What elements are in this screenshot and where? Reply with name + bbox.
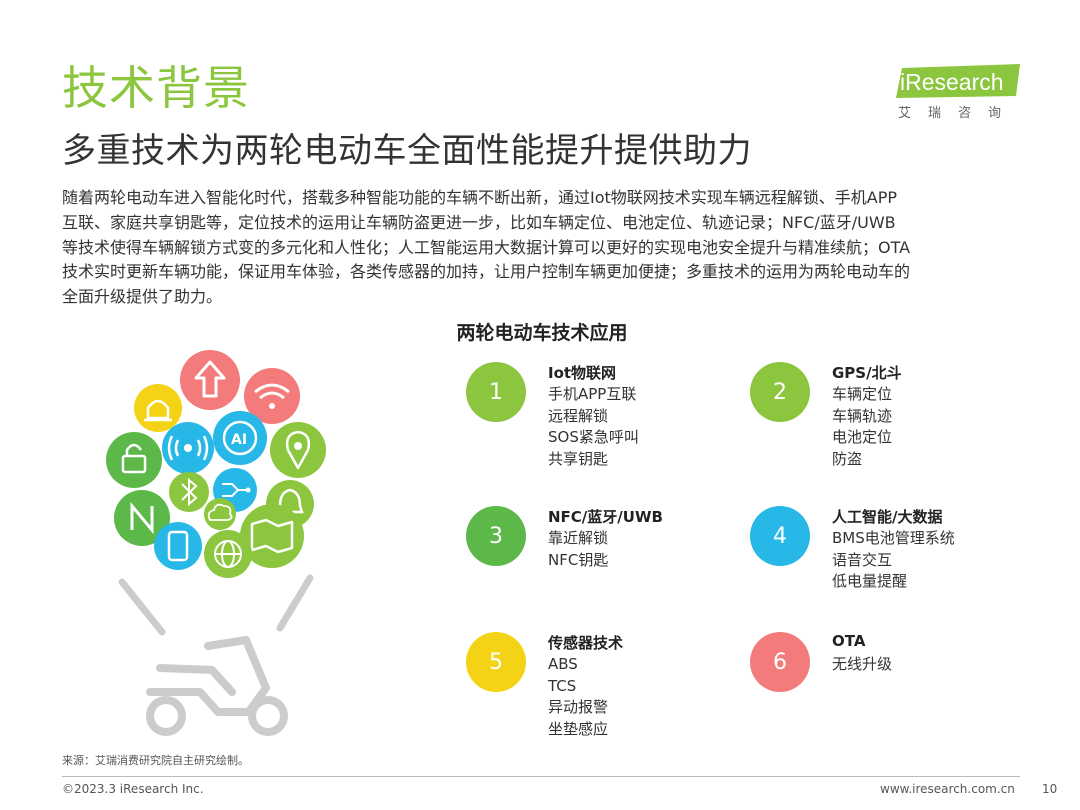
intro-line: 互联、家庭共享钥匙等，定位技术的运用让车辆防盗更进一步，比如车辆定位、电池定位、…	[62, 212, 896, 232]
signal-icon	[162, 422, 214, 474]
tech-feature: 手机APP互联	[548, 385, 637, 403]
bluetooth-icon	[169, 472, 209, 512]
intro-line: 等技术使得车辆解锁方式变的多元化和人性化；人工智能运用大数据计算可以更好的实现电…	[62, 237, 911, 257]
tech-feature: BMS电池管理系统	[832, 529, 955, 547]
website-link[interactable]: www.iresearch.com.cn	[880, 782, 1015, 796]
cloud-icon	[204, 498, 236, 530]
tech-feature: 无线升级	[832, 655, 893, 673]
logo-brand-text: iResearch	[900, 69, 1004, 95]
intro-line: 随着两轮电动车进入智能化时代，搭载多种智能功能的车辆不断出新，通过Iot物联网技…	[62, 188, 898, 207]
intro-line: 技术实时更新车辆功能，保证用车体验，各类传感器的加持，让用户控制车辆更加便捷；多…	[62, 262, 911, 282]
tech-feature: 异动报警	[548, 698, 609, 717]
tech-number-badge: 5	[466, 632, 526, 692]
tech-feature-list: BMS电池管理系统 语音交互 低电量提醒	[832, 528, 955, 593]
tech-number-badge: 1	[466, 362, 526, 422]
tech-feature: 远程解锁	[548, 406, 609, 425]
section-title: 两轮电动车技术应用	[456, 322, 628, 344]
iresearch-logo: iResearch 艾瑞咨询	[892, 60, 1027, 122]
page-title: 技术背景	[62, 61, 250, 115]
iresearch-logo-mark: iResearch	[896, 64, 1020, 98]
tech-feature-list: 靠近解锁 NFC钥匙	[548, 528, 608, 571]
tech-feature: 靠近解锁	[548, 529, 609, 547]
tech-feature: NFC钥匙	[548, 550, 609, 569]
tech-title: 传感器技术	[548, 634, 624, 652]
tech-feature-list: 车辆定位 车辆轨迹 电池定位 防盗	[832, 384, 892, 470]
scooter-icon	[146, 636, 288, 736]
tech-feature: SOS紧急呼叫	[548, 428, 639, 447]
nfc-icon	[114, 490, 170, 546]
tech-number-badge: 6	[750, 632, 810, 692]
tech-title: NFC/蓝牙/UWB	[548, 508, 663, 526]
tech-feature: ABS	[548, 655, 578, 673]
map-icon	[240, 504, 304, 568]
upload-arrow-icon	[180, 350, 240, 410]
tech-feature: 坐垫感应	[548, 719, 609, 738]
logo-chinese-text: 艾瑞咨询	[898, 106, 1019, 121]
tech-feature-list: ABS TCS 异动报警 坐垫感应	[548, 654, 608, 740]
tech-feature: TCS	[548, 676, 577, 695]
tech-feature: 电池定位	[832, 428, 893, 447]
beam-line-left	[118, 578, 166, 636]
ai-icon: AI	[213, 411, 267, 465]
lock-icon	[106, 432, 162, 488]
tech-title: OTA	[832, 632, 866, 650]
alarm-light-icon	[134, 384, 182, 432]
tech-title: GPS/北斗	[832, 364, 902, 382]
tech-title: 人工智能/大数据	[832, 508, 943, 526]
tech-feature-list: 无线升级	[832, 654, 892, 676]
tech-feature: 防盗	[832, 449, 863, 468]
wifi-icon	[244, 368, 300, 424]
phone-icon	[154, 522, 202, 570]
intro-line: 全面升级提供了助力。	[62, 287, 223, 307]
tech-icon-illustration: AI	[106, 350, 326, 736]
intro-paragraph: 随着两轮电动车进入智能化时代，搭载多种智能功能的车辆不断出新，通过Iot物联网技…	[62, 186, 1022, 310]
tech-feature: 语音交互	[832, 550, 893, 569]
footer-divider	[62, 776, 1020, 777]
beam-line-right	[276, 574, 314, 632]
tech-feature: 车辆轨迹	[832, 406, 893, 425]
tech-number-badge: 3	[466, 506, 526, 566]
tech-title: Iot物联网	[548, 364, 617, 382]
tech-feature-list: 手机APP互联 远程解锁 SOS紧急呼叫 共享钥匙	[548, 384, 639, 470]
page-number: 10	[1042, 782, 1058, 796]
tech-feature: 低电量提醒	[832, 572, 908, 591]
page-subtitle: 多重技术为两轮电动车全面性能提升提供助力	[62, 131, 752, 171]
tech-number-badge: 2	[750, 362, 810, 422]
source-note: 来源：艾瑞消费研究院自主研究绘制。	[62, 754, 249, 767]
location-pin-icon	[270, 422, 326, 478]
globe-icon	[204, 530, 252, 578]
copyright-text: ©2023.3 iResearch Inc.	[62, 782, 204, 796]
tech-feature: 车辆定位	[832, 385, 893, 403]
tech-number-badge: 4	[750, 506, 810, 566]
tech-feature: 共享钥匙	[548, 449, 609, 468]
svg-text:AI: AI	[231, 432, 247, 448]
